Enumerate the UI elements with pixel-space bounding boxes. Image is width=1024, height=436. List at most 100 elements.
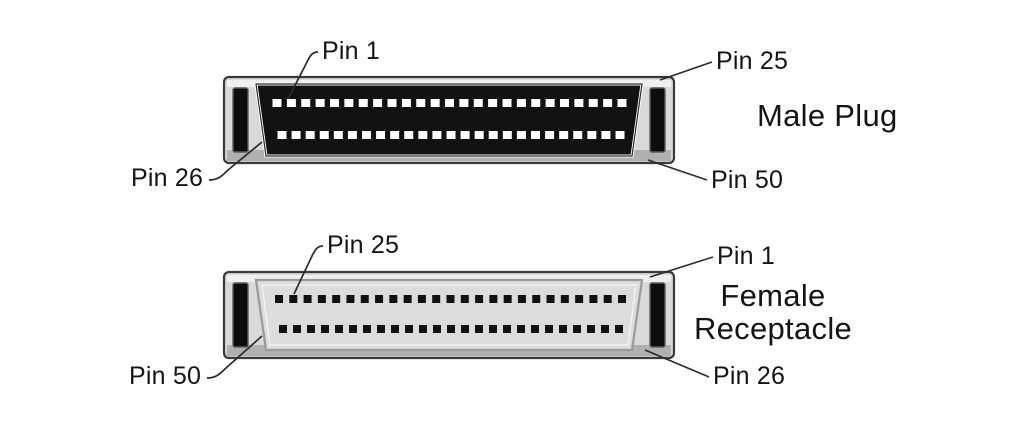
male-latch-slot-left <box>232 87 249 153</box>
male-pin-bottom-17 <box>502 131 512 139</box>
female-pin-top-17 <box>503 295 512 303</box>
male-pin-bottom-2 <box>291 131 301 139</box>
female-latch-slot-right <box>649 282 666 348</box>
female-pin-bottom-23 <box>587 325 595 333</box>
male-pin-top-4 <box>315 99 325 107</box>
male-pin-bottom-15 <box>474 131 484 139</box>
female-pin-top-2 <box>289 295 298 303</box>
male-pin-bottom-14 <box>460 131 470 139</box>
female-shell-highlight <box>227 275 671 282</box>
female-pin-top-24 <box>603 295 612 303</box>
female-pin-top-18 <box>517 295 526 303</box>
male-pin-top-9 <box>387 99 397 107</box>
male-pin-bottom-19 <box>531 131 540 139</box>
male-body <box>254 82 644 158</box>
female-pin-bottom-22 <box>573 325 581 333</box>
male-pin-bottom-7 <box>362 131 371 139</box>
female-pin-bottom-21 <box>559 325 567 333</box>
label-female-pin-1: Pin 1 <box>717 242 775 270</box>
male-pin-top-18 <box>516 99 526 107</box>
female-pin-bottom-12 <box>433 325 441 333</box>
female-pin-bottom-20 <box>545 325 553 333</box>
male-pin-top-25 <box>617 99 627 107</box>
female-pin-top-10 <box>403 295 412 303</box>
female-pin-bottom-14 <box>461 325 469 333</box>
female-pin-top-9 <box>389 295 398 303</box>
female-pin-bottom-10 <box>405 325 413 333</box>
male-pin-top-12 <box>430 99 440 107</box>
female-pin-top-15 <box>475 295 484 303</box>
male-pin-top-5 <box>330 99 339 107</box>
female-pin-bottom-5 <box>335 325 343 333</box>
female-pin-bottom-24 <box>601 325 609 333</box>
leader-male-pin-26 <box>208 141 263 181</box>
female-pin-top-23 <box>589 295 598 303</box>
female-pin-top-20 <box>546 295 555 303</box>
male-pin-bottom-5 <box>333 131 343 139</box>
leader-female-pin-50 <box>206 335 263 379</box>
female-pin-top-8 <box>375 295 384 303</box>
male-pin-bottom-8 <box>376 131 386 139</box>
male-pin-bottom-11 <box>418 131 428 139</box>
male-pin-top-11 <box>416 99 426 107</box>
female-receptacle-graphic <box>206 245 714 379</box>
male-pin-bottom-23 <box>587 131 597 139</box>
leader-female-pin-1 <box>649 256 714 278</box>
male-pin-top-13 <box>445 99 454 107</box>
female-pin-bottom-19 <box>531 325 539 333</box>
leader-female-pin-25 <box>293 245 324 295</box>
female-pin-top-14 <box>460 295 469 303</box>
male-pin-top-21 <box>560 99 569 107</box>
male-pin-top-19 <box>531 99 541 107</box>
male-pin-bottom-6 <box>347 131 357 139</box>
male-latch-slot-right <box>649 87 666 153</box>
female-pin-top-19 <box>532 295 541 303</box>
leader-male-pin-25 <box>659 61 713 81</box>
male-pin-top-7 <box>358 99 368 107</box>
female-pin-top-13 <box>446 295 455 303</box>
male-pin-top-22 <box>574 99 584 107</box>
female-body-inner-edge <box>261 284 637 346</box>
male-pin-bottom-21 <box>559 131 569 139</box>
male-pin-top-23 <box>588 99 598 107</box>
male-pin-bottom-22 <box>573 131 583 139</box>
female-pin-top-21 <box>560 295 569 303</box>
female-pin-top-3 <box>303 295 312 303</box>
female-pin-bottom-7 <box>363 325 371 333</box>
female-body <box>254 278 644 352</box>
male-pin-top-16 <box>488 99 498 107</box>
label-female-pin-25: Pin 25 <box>327 231 400 259</box>
title-female-line-2: Receptacle <box>693 310 853 346</box>
male-pin-bottom-4 <box>319 131 329 139</box>
label-male-pin-50: Pin 50 <box>711 166 784 194</box>
female-latch-slot-left <box>232 282 249 348</box>
female-pin-bottom-2 <box>293 325 301 333</box>
female-pin-top-22 <box>575 295 584 303</box>
label-male-pin-25: Pin 25 <box>716 47 789 75</box>
leader-male-pin-1 <box>287 51 319 100</box>
female-pin-bottom-11 <box>419 325 427 333</box>
female-pin-bottom-3 <box>307 325 315 333</box>
female-pin-bottom-15 <box>475 325 483 333</box>
female-pin-bottom-25 <box>615 325 623 333</box>
male-pin-top-6 <box>344 99 354 107</box>
male-pin-top-24 <box>603 99 613 107</box>
female-pin-top-4 <box>317 295 326 303</box>
male-pin-top-14 <box>459 99 469 107</box>
male-plug-graphic <box>208 51 713 181</box>
label-female-pin-26: Pin 26 <box>713 362 786 390</box>
female-pin-top-7 <box>360 295 369 303</box>
title-female-receptacle: Female Receptacle <box>643 279 903 346</box>
male-pin-row-top <box>272 99 627 107</box>
male-pin-bottom-12 <box>432 131 442 139</box>
male-pin-bottom-10 <box>404 131 414 139</box>
male-pin-top-2 <box>286 99 296 107</box>
female-pin-top-25 <box>618 295 626 303</box>
female-pin-bottom-18 <box>517 325 525 333</box>
male-pin-bottom-16 <box>488 131 498 139</box>
female-pin-bottom-9 <box>391 325 399 333</box>
leader-male-pin-50 <box>647 159 708 181</box>
female-pin-top-1 <box>275 295 283 303</box>
